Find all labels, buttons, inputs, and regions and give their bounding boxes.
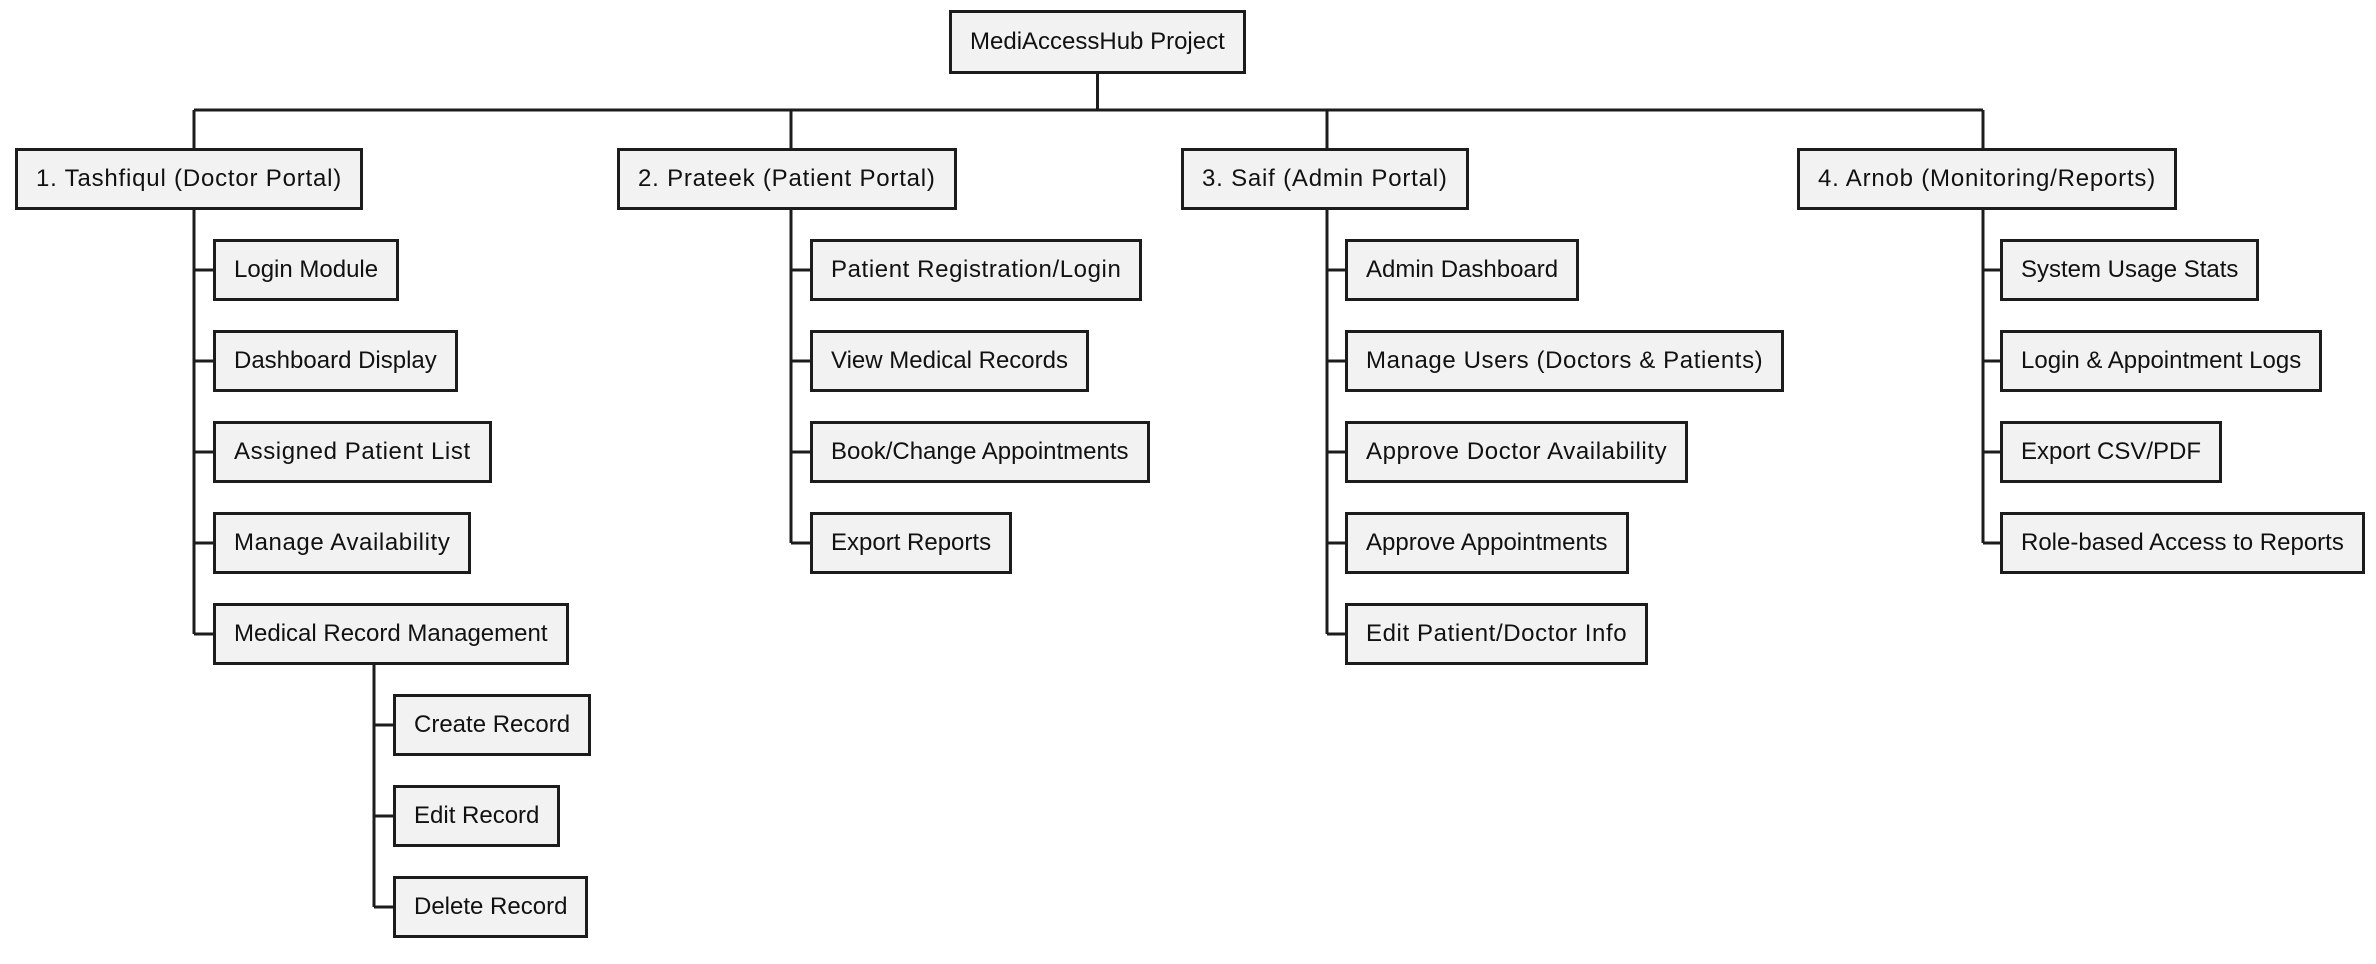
doctor-item-dashboard-display: Dashboard Display: [213, 330, 458, 392]
patient-item-registration-login: Patient Registration/Login: [810, 239, 1143, 301]
record-item-edit-record: Edit Record: [393, 785, 561, 847]
portal-node-4: 4. Arnob (Monitoring/Reports): [1797, 148, 2178, 210]
portal-node-1: 1. Tashfiqul (Doctor Portal): [15, 148, 364, 210]
reports-item-system-usage-stats: System Usage Stats: [2000, 239, 2260, 301]
admin-item-admin-dashboard: Admin Dashboard: [1345, 239, 1580, 301]
patient-item-book-change-appointments: Book/Change Appointments: [810, 421, 1150, 483]
admin-item-approve-doctor-availability: Approve Doctor Availability: [1345, 421, 1689, 483]
admin-item-edit-patient-doctor-info: Edit Patient/Doctor Info: [1345, 603, 1649, 665]
doctor-item-login-module: Login Module: [213, 239, 400, 301]
doctor-item-manage-availability: Manage Availability: [213, 512, 472, 574]
record-item-delete-record: Delete Record: [393, 876, 589, 938]
patient-item-export-reports: Export Reports: [810, 512, 1013, 574]
portal-node-2: 2. Prateek (Patient Portal): [617, 148, 957, 210]
record-item-create-record: Create Record: [393, 694, 592, 756]
patient-item-view-medical-records: View Medical Records: [810, 330, 1089, 392]
root-node: MediAccessHub Project: [949, 10, 1246, 74]
reports-item-role-based-access: Role-based Access to Reports: [2000, 512, 2365, 574]
portal-node-3: 3. Saif (Admin Portal): [1181, 148, 1469, 210]
reports-item-export-csv-pdf: Export CSV/PDF: [2000, 421, 2223, 483]
doctor-item-medical-record-management: Medical Record Management: [213, 603, 569, 665]
reports-item-login-appointment-logs: Login & Appointment Logs: [2000, 330, 2323, 392]
doctor-item-assigned-patient-list: Assigned Patient List: [213, 421, 492, 483]
admin-item-manage-users: Manage Users (Doctors & Patients): [1345, 330, 1785, 392]
admin-item-approve-appointments: Approve Appointments: [1345, 512, 1629, 574]
